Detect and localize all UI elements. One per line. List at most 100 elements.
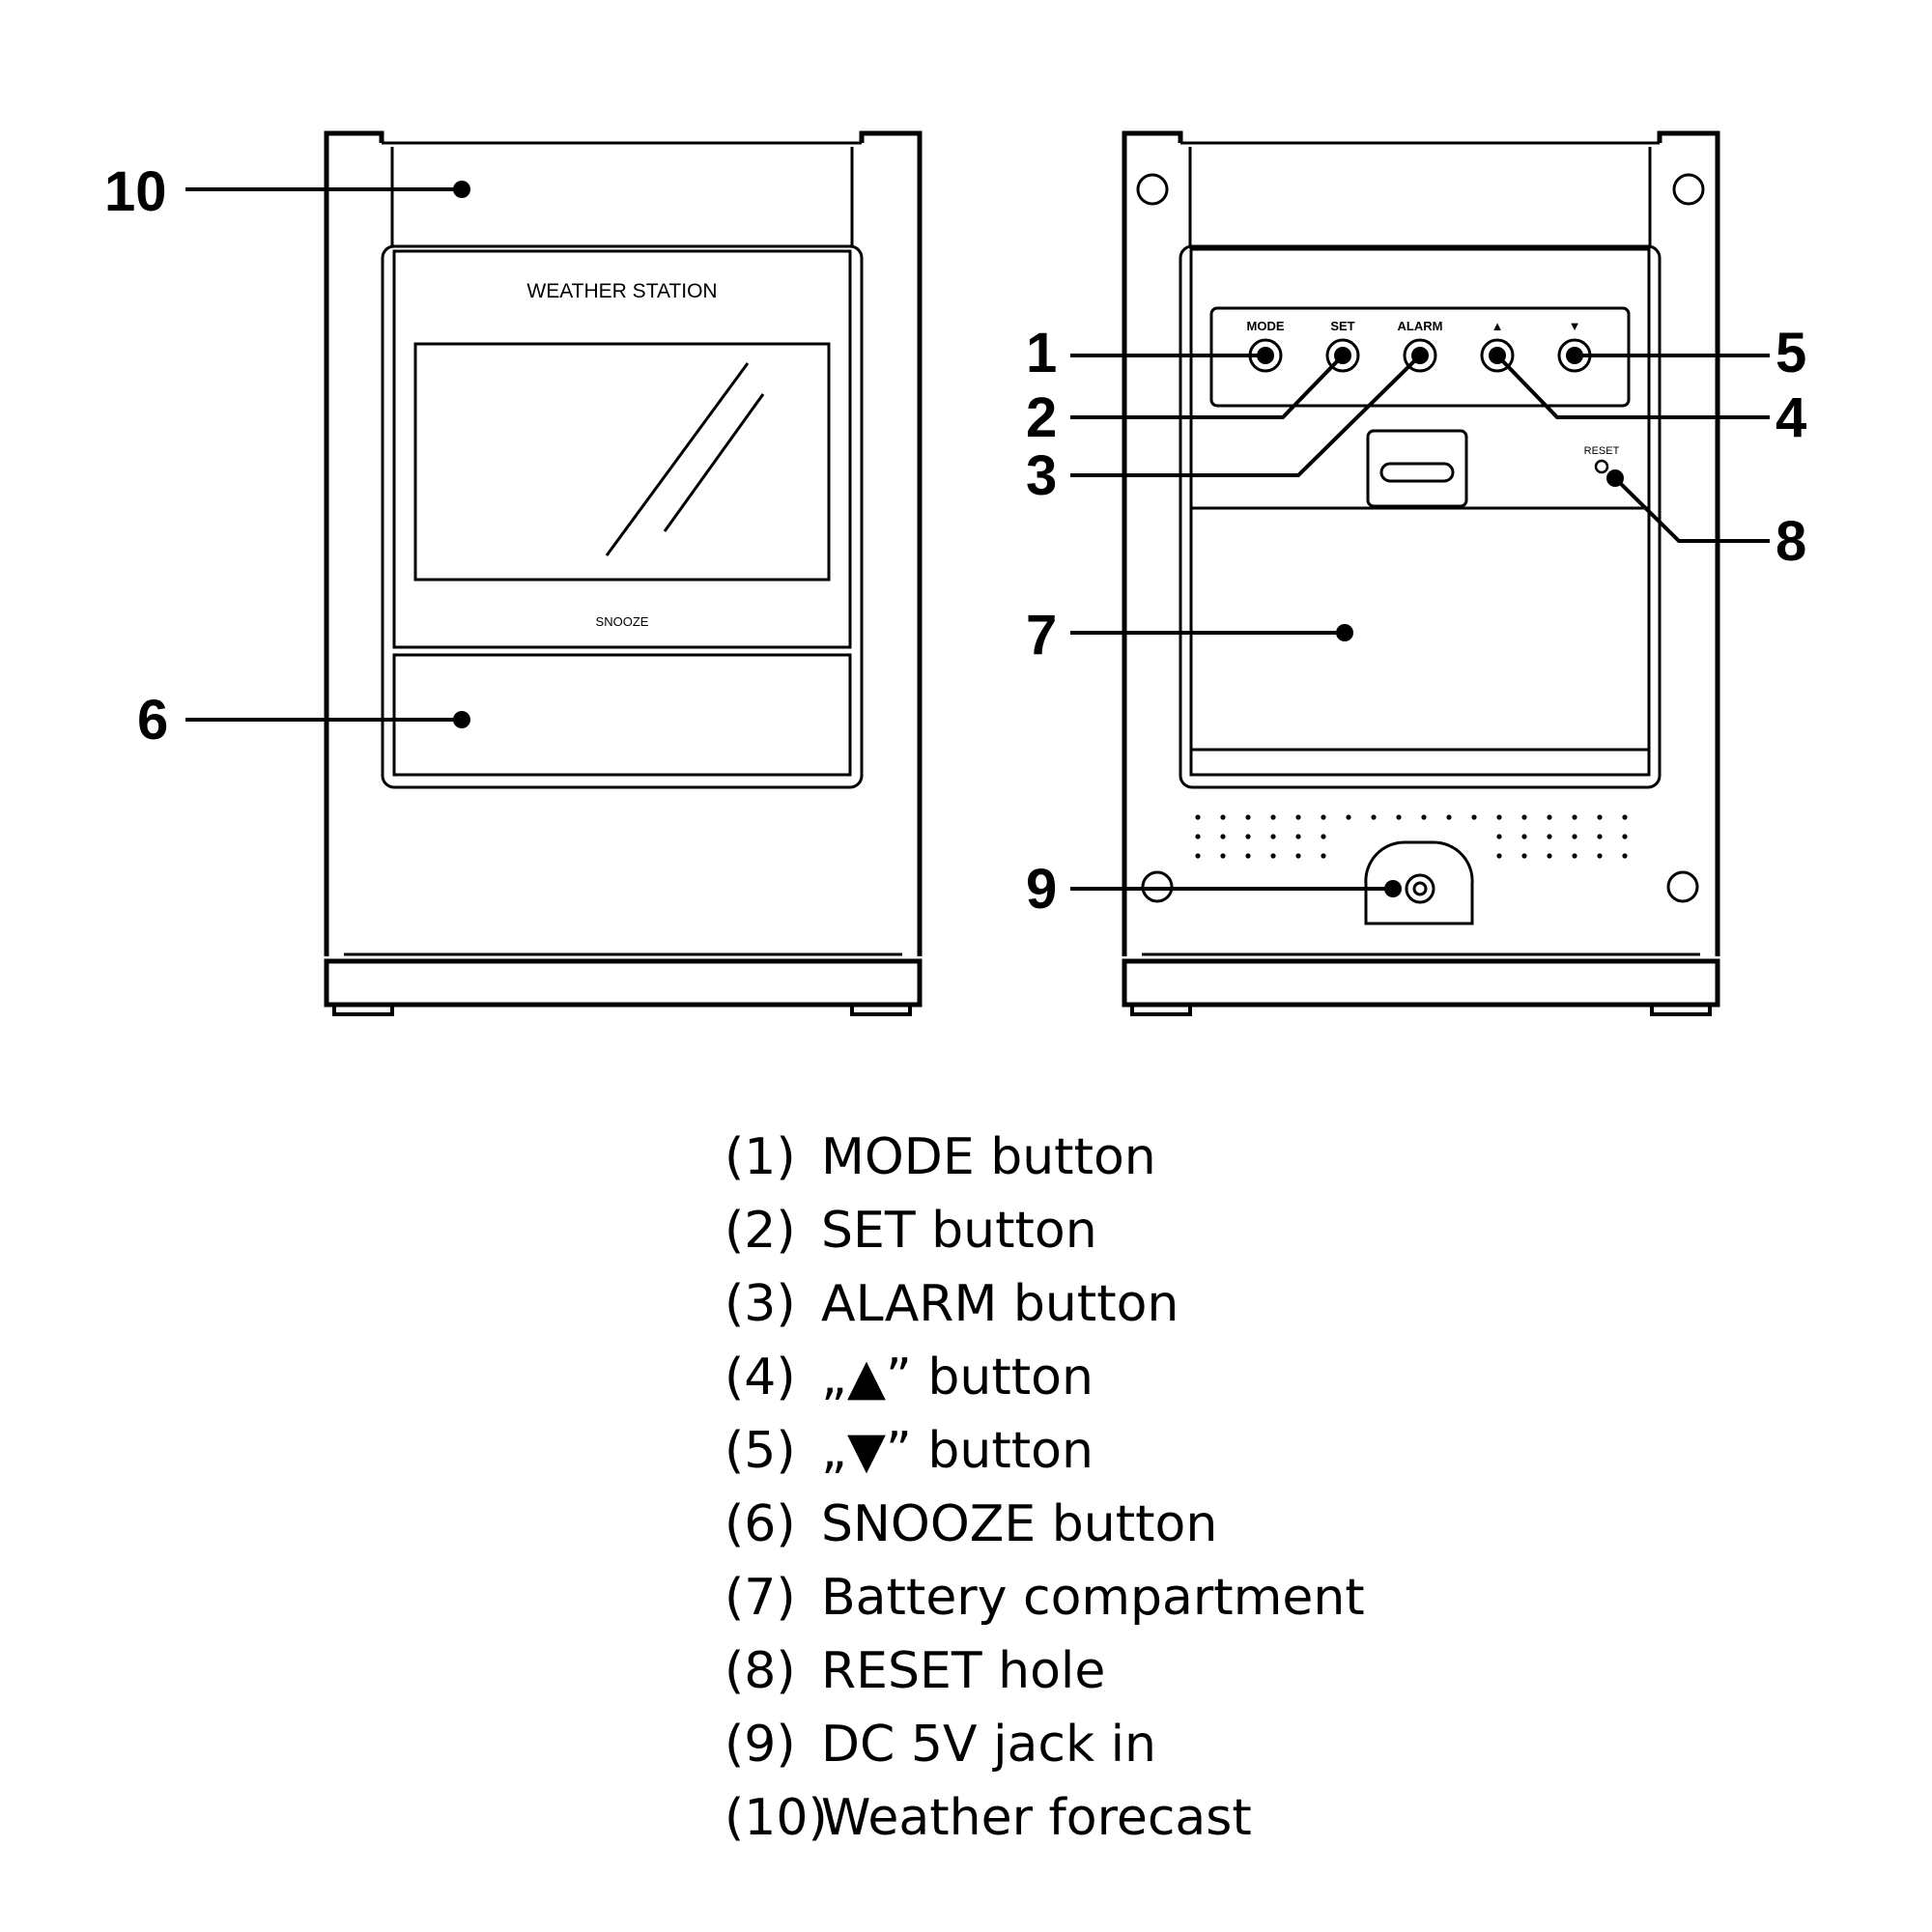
callout-7: 7: [1026, 604, 1353, 667]
set-button[interactable]: [1325, 338, 1360, 373]
grille-dot: [1195, 814, 1201, 820]
grille-dot: [1622, 853, 1628, 859]
screw-hole-top-right: [1672, 173, 1705, 206]
legend-item: (7) Battery compartment: [724, 1561, 1690, 1634]
svg-text:7: 7: [1026, 604, 1057, 667]
grille-dot: [1496, 814, 1502, 820]
legend-number: (5): [724, 1422, 796, 1480]
down-button-label: ▼: [1569, 319, 1581, 333]
svg-text:6: 6: [137, 689, 168, 752]
callout-6: 6: [137, 689, 470, 752]
svg-text:9: 9: [1026, 858, 1057, 921]
legend-text: Battery compartment: [821, 1569, 1365, 1627]
back-view: MODE SET ALARM ▲ ▼ RESET: [1122, 130, 1720, 1016]
up-button[interactable]: [1480, 338, 1515, 373]
grille-dot: [1572, 834, 1577, 839]
legend-item: (6)SNOOZE button: [724, 1488, 1690, 1561]
grille-dot: [1597, 834, 1603, 839]
svg-text:5: 5: [1776, 322, 1806, 384]
reset-label: RESET: [1584, 445, 1620, 457]
grille-dot: [1195, 853, 1201, 859]
legend-number: (1): [724, 1128, 796, 1186]
legend-text: „▲” button: [821, 1349, 1094, 1406]
mode-button-label: MODE: [1247, 319, 1285, 333]
grille-dot: [1547, 814, 1552, 820]
grille-dot: [1270, 814, 1276, 820]
legend-number: (9): [724, 1716, 796, 1774]
speaker-grille: [1195, 814, 1628, 859]
grille-dot: [1195, 834, 1201, 839]
grille-dot: [1245, 853, 1251, 859]
callout-5: 5: [1566, 322, 1806, 384]
legend-text: ALARM button: [821, 1275, 1179, 1333]
legend-item: (10)Weather forecast: [724, 1781, 1690, 1855]
legend-item: (3) ALARM button: [724, 1267, 1690, 1341]
grille-dot: [1295, 853, 1301, 859]
grille-dot: [1597, 853, 1603, 859]
legend-item: (2) SET button: [724, 1194, 1690, 1267]
grille-dot: [1521, 853, 1527, 859]
svg-text:1: 1: [1026, 322, 1057, 384]
callout-2: 2: [1026, 347, 1351, 449]
legend-number: (7): [724, 1569, 796, 1627]
grille-dot: [1521, 834, 1527, 839]
grille-dot: [1371, 814, 1377, 820]
grille-dot: [1295, 814, 1301, 820]
legend-text: RESET hole: [821, 1642, 1106, 1700]
callout-10: 10: [104, 160, 470, 223]
legend-item: (9) DC 5V jack in: [724, 1708, 1690, 1781]
grille-dot: [1396, 814, 1402, 820]
grille-dot: [1471, 814, 1477, 820]
legend: (1) MODE button (2) SET button (3) ALARM butt…: [724, 1121, 1690, 1855]
front-view: WEATHER STATION SNOOZE: [324, 130, 923, 1016]
grille-dot: [1547, 853, 1552, 859]
grille-dot: [1346, 814, 1351, 820]
legend-number: (8): [724, 1642, 796, 1700]
front-title: WEATHER STATION: [526, 280, 717, 302]
legend-number: (2): [724, 1202, 796, 1260]
dc-jack[interactable]: [1405, 873, 1435, 904]
grille-dot: [1496, 853, 1502, 859]
grille-dot: [1245, 814, 1251, 820]
legend-item: (1) MODE button: [724, 1121, 1690, 1194]
grille-dot: [1220, 834, 1226, 839]
legend-text: SET button: [821, 1202, 1097, 1260]
grille-dot: [1295, 834, 1301, 839]
callout-4: 4: [1489, 347, 1806, 449]
grille-dot: [1572, 814, 1577, 820]
legend-item: (4) „▲” button: [724, 1341, 1690, 1414]
legend-number: (10): [724, 1789, 828, 1847]
alarm-button-label: ALARM: [1398, 319, 1443, 333]
legend-number: (4): [724, 1349, 796, 1406]
grille-dot: [1622, 834, 1628, 839]
grille-dot: [1245, 834, 1251, 839]
set-button-label: SET: [1330, 319, 1354, 333]
callout-3: 3: [1026, 347, 1429, 507]
screw-hole-bottom-right: [1666, 870, 1699, 903]
grille-dot: [1321, 814, 1326, 820]
svg-text:2: 2: [1026, 386, 1057, 449]
legend-text: MODE button: [821, 1128, 1156, 1186]
grille-dot: [1220, 814, 1226, 820]
grille-dot: [1270, 853, 1276, 859]
grille-dot: [1547, 834, 1552, 839]
legend-item: (5) „▼” button: [724, 1414, 1690, 1488]
legend-text: „▼” button: [821, 1422, 1094, 1480]
grille-dot: [1496, 834, 1502, 839]
legend-number: (3): [724, 1275, 796, 1333]
legend-text: DC 5V jack in: [821, 1716, 1157, 1774]
callout-1: 1: [1026, 322, 1274, 384]
alarm-button[interactable]: [1403, 338, 1437, 373]
grille-dot: [1220, 853, 1226, 859]
up-button-label: ▲: [1492, 319, 1504, 333]
callout-9: 9: [1026, 858, 1402, 921]
grille-dot: [1321, 834, 1326, 839]
grille-dot: [1622, 814, 1628, 820]
callouts: 10 6 1 2 3 5: [104, 160, 1806, 921]
battery-compartment[interactable]: [1189, 506, 1651, 777]
reset-hole[interactable]: [1594, 459, 1609, 474]
grille-dot: [1597, 814, 1603, 820]
legend-item: (8) RESET hole: [724, 1634, 1690, 1708]
legend-text: SNOOZE button: [821, 1495, 1218, 1553]
